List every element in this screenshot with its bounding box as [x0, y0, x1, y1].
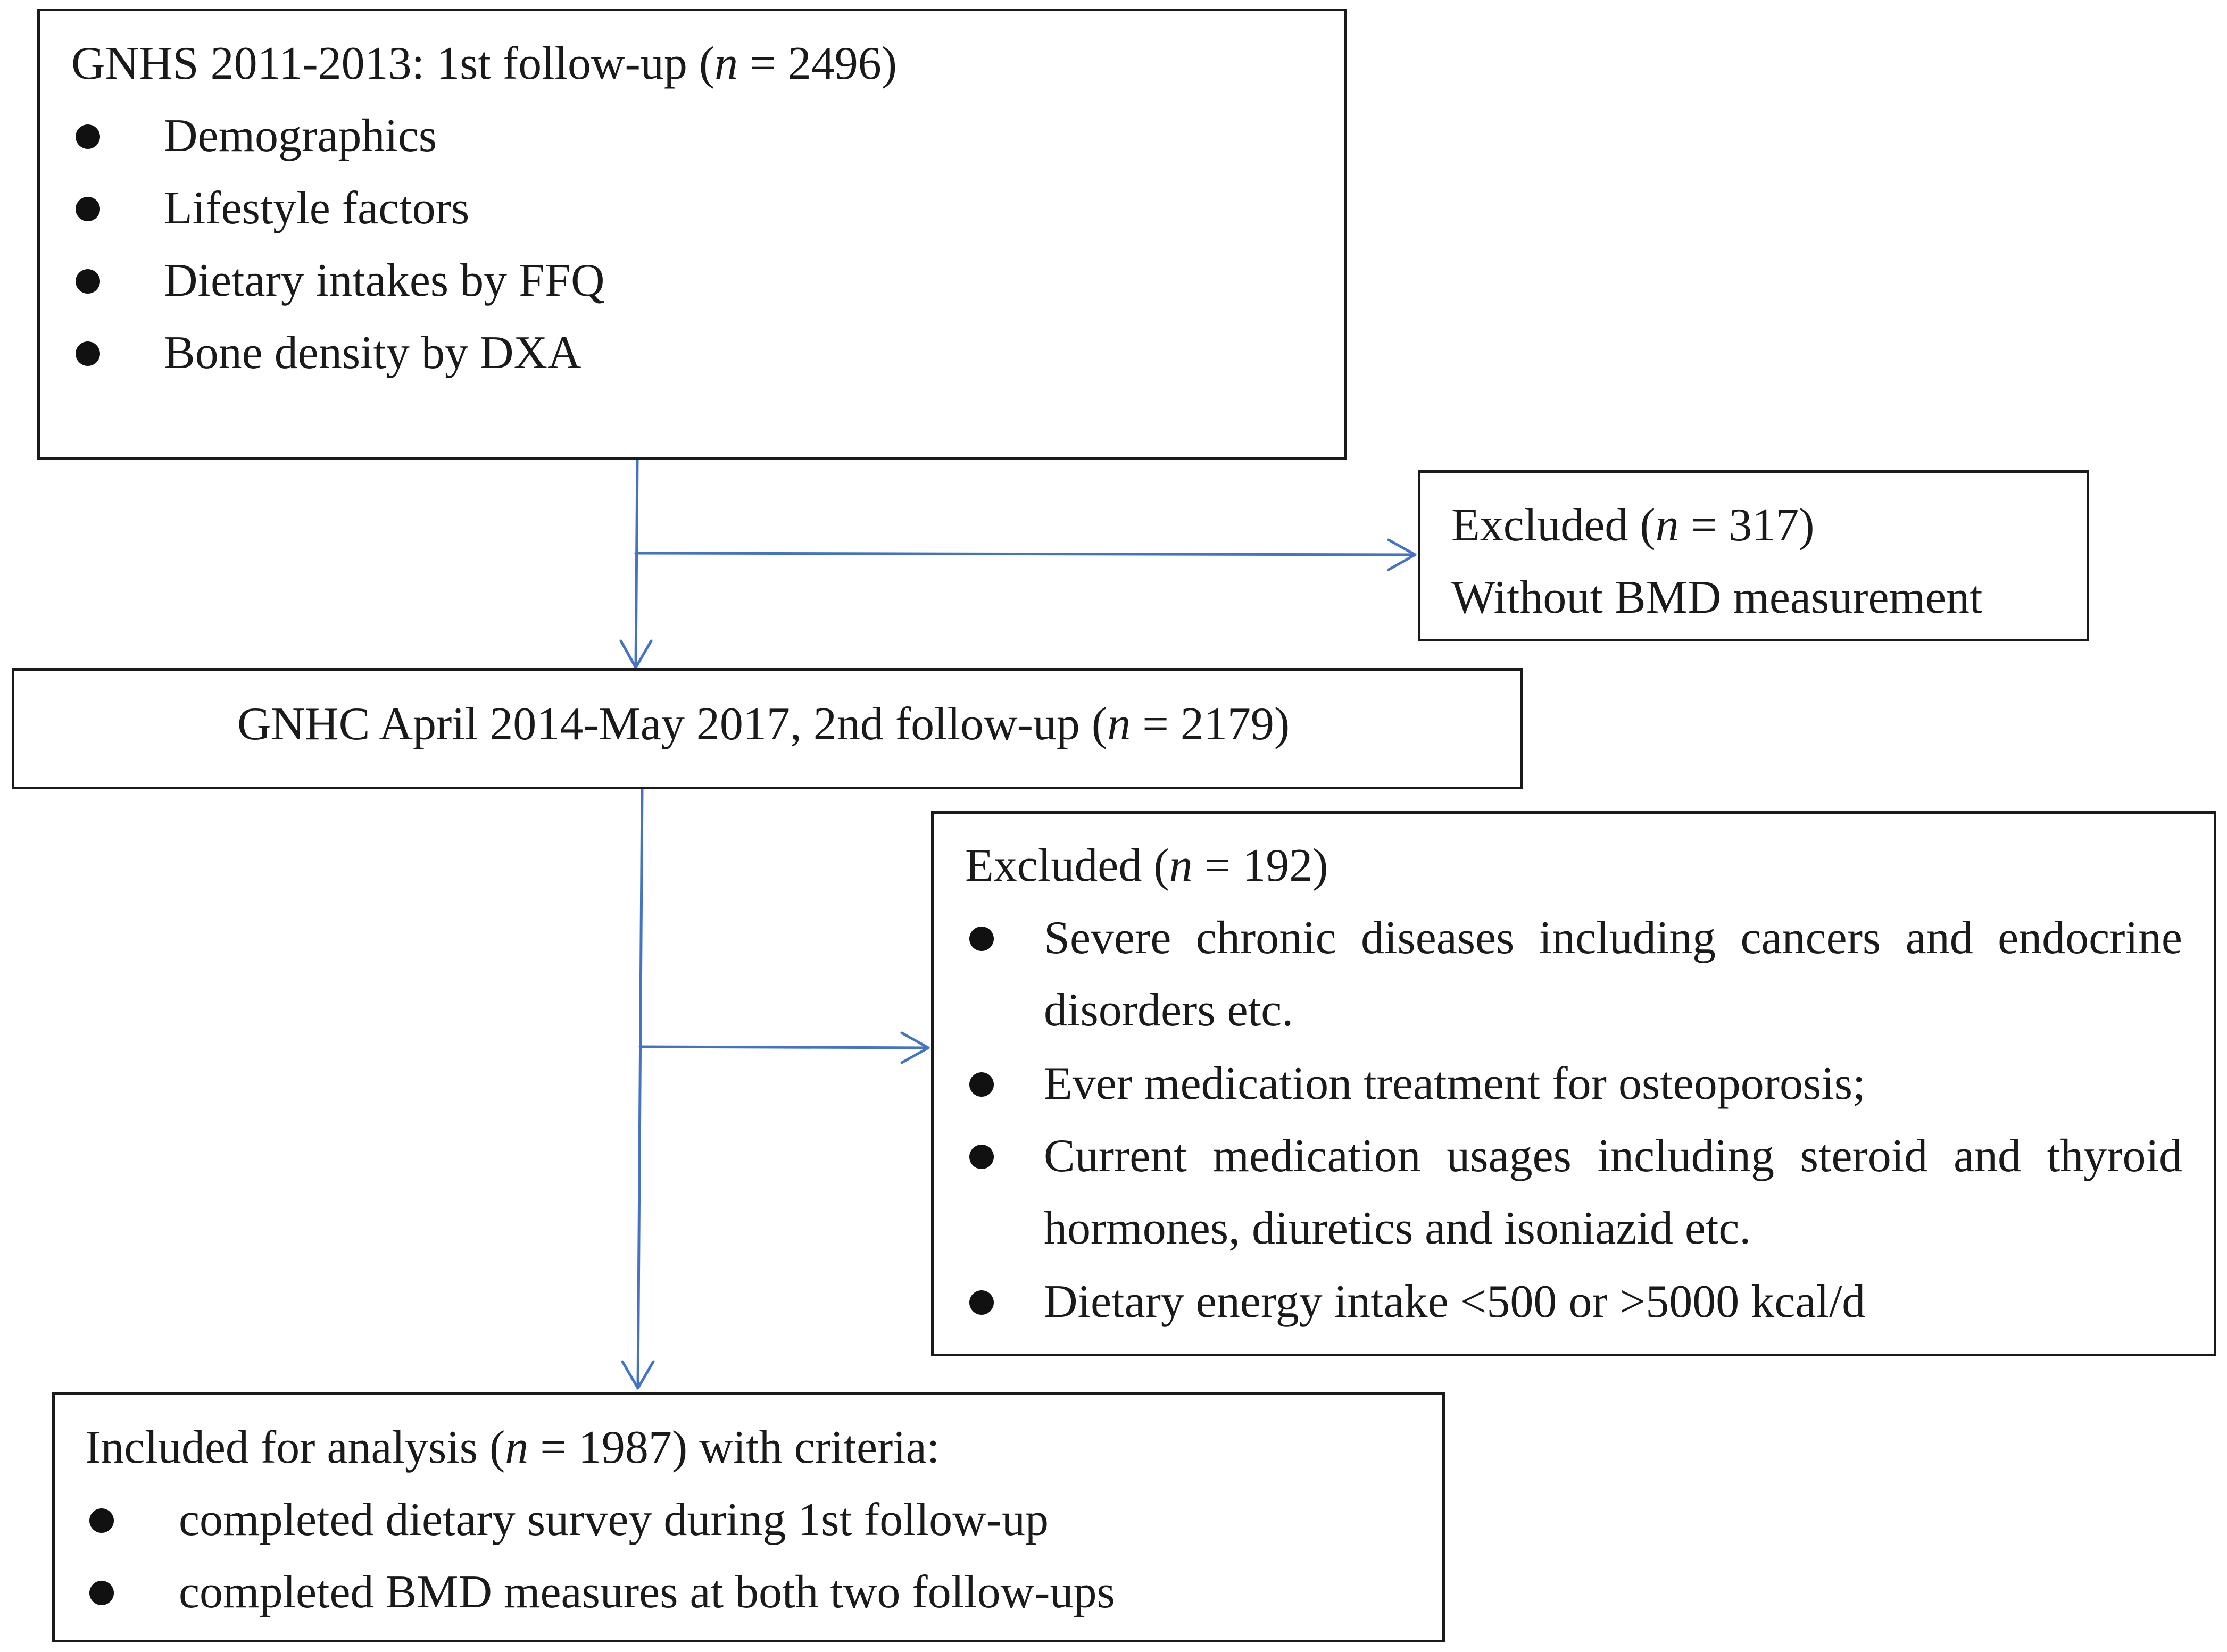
excluded2-bullet-1-line1: Severe chronic diseases including cancer… [1044, 912, 2182, 964]
connector-to-excluded2 [638, 1045, 930, 1049]
arrowhead-to-box3 [621, 1360, 655, 1390]
excluded2-bullet-1-line2: disorders etc. [1044, 984, 1294, 1036]
excluded2-bullet-4: Dietary energy intake <500 or >5000 kcal… [1044, 1276, 1866, 1328]
box1-bullet-3: Dietary intakes by FFQ [164, 255, 605, 306]
box2-title: GNHC April 2014-May 2017, 2nd follow-up … [237, 698, 1290, 750]
bullet-icon [76, 341, 100, 366]
box1-bullet-4: Bone density by DXA [164, 327, 581, 379]
connector-to-excluded1 [634, 552, 1417, 556]
bullet-icon [969, 1145, 994, 1169]
bullet-icon [89, 1508, 114, 1533]
box-excluded-1 [1418, 470, 2089, 641]
box-included-analysis [52, 1392, 1445, 1642]
arrowhead-to-excluded1 [1387, 538, 1417, 571]
bullet-icon [89, 1581, 114, 1605]
box-first-follow-up [37, 9, 1347, 460]
box1-bullet-2: Lifestyle factors [164, 182, 470, 234]
connector-box2-box3 [636, 787, 644, 1390]
arrowhead-to-excluded2 [900, 1031, 930, 1064]
bullet-icon [76, 269, 100, 294]
box3-title: Included for analysis (n = 1987) with cr… [85, 1422, 940, 1473]
bullet-icon [969, 1072, 994, 1097]
bullet-icon [76, 124, 100, 149]
connector-box1-box2 [634, 458, 639, 669]
box3-bullet-1: completed dietary survey during 1st foll… [179, 1494, 1049, 1546]
excluded1-reason: Without BMD measurement [1451, 572, 1983, 623]
excluded2-bullet-2: Ever medication treatment for osteoporos… [1044, 1058, 1866, 1109]
arrowhead-to-box2 [619, 639, 653, 669]
excluded2-title: Excluded (n = 192) [965, 840, 1328, 891]
box3-bullet-2: completed BMD measures at both two follo… [179, 1566, 1115, 1618]
box-excluded-2 [931, 811, 2216, 1356]
bullet-icon [76, 197, 100, 221]
box-second-follow-up [12, 668, 1523, 789]
excluded2-bullet-3-line2: hormones, diuretics and isoniazid etc. [1044, 1203, 1751, 1254]
excluded1-title: Excluded (n = 317) [1451, 499, 1815, 551]
box1-title: GNHS 2011-2013: 1st follow-up (n = 2496) [71, 38, 898, 89]
bullet-icon [969, 927, 994, 951]
bullet-icon [969, 1290, 994, 1315]
box1-bullet-1: Demographics [164, 110, 437, 162]
excluded2-bullet-3-line1: Current medication usages including ster… [1044, 1130, 2182, 1182]
